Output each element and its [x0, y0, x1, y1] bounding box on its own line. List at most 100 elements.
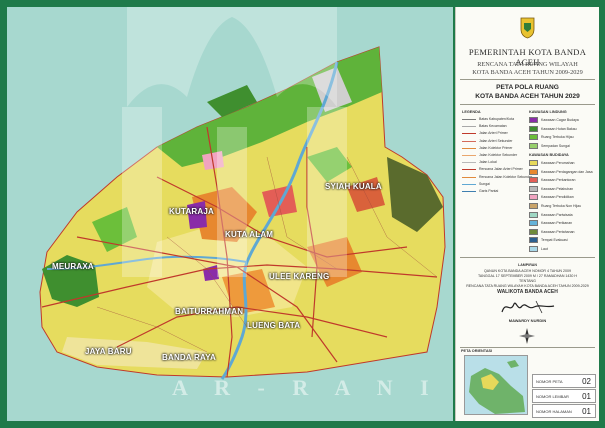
legend-heading: LEGENDA — [462, 110, 481, 114]
line-legend-label: Jalan Arteri Sekunder — [479, 138, 513, 143]
zone-heading-budidaya: KAWASAN BUDIDAYA — [529, 153, 569, 157]
zone-legend-item: Kawasan Pariwisata — [529, 211, 595, 218]
port-zone — [312, 67, 352, 112]
spatial-plan-map: KUTARAJA SYIAH KUALA KUTA ALAM MEURAXA U… — [7, 7, 453, 421]
zone-legend-label: Sempadan Sungai — [541, 143, 570, 148]
green-zone-east — [387, 157, 443, 232]
line-legend-label: Jalan Arteri Primer — [479, 131, 508, 136]
river-west — [46, 255, 248, 270]
zone-legend-label: Ruang Terbuka Hijau — [541, 135, 574, 139]
district-label-syiah-kuala: SYIAH KUALA — [325, 182, 382, 191]
district-label-banda-raya: BANDA RAYA — [162, 353, 217, 362]
zone-legend-label: Kawasan Perkantoran — [541, 178, 576, 183]
zone-legend-item: Kawasan Hutan Bakau — [529, 125, 595, 132]
sheet-number-key: NOMOR LEMBAR — [536, 394, 569, 399]
map-legend-panel: PEMERINTAH KOTA BANDA ACEH RENCANA TATA … — [455, 7, 599, 421]
zone-legend-swatch — [529, 117, 538, 123]
zone-legend-swatch — [529, 246, 538, 252]
zone-legend-item: Kawasan Perikanan — [529, 220, 595, 227]
line-legend-label: Jalan Lokal — [479, 160, 497, 165]
tentang-line: RENCANA TATA RUANG WILAYAH KOTA BANDA AC… — [466, 284, 589, 288]
zone-legend-swatch — [529, 142, 538, 149]
zone-legend-label: Kawasan Pertahanan — [541, 229, 575, 234]
line-legend-label: Batas Kecamatan — [479, 124, 507, 129]
zone-legend-swatch — [529, 220, 538, 227]
zone-legend-item: Sempadan Sungai — [529, 142, 595, 149]
qanun-date: TANGGAL 17 SEPTEMBER 2009 M / 27 RAMADHA… — [477, 274, 578, 278]
line-legend-swatch — [462, 126, 476, 128]
zone-legend-label: Kawasan Cagar Budaya — [541, 118, 579, 122]
district-label-baiturrahman: BAITURRAHMAN — [175, 307, 244, 316]
zone-legend-swatch — [529, 228, 538, 235]
divider — [460, 104, 595, 105]
zone-legend-swatch — [529, 134, 538, 140]
mayor-name: MAWARDY NURDIN — [508, 318, 547, 323]
line-legend-label: Jalan Kolektor Sekunder — [479, 153, 518, 157]
orientation-inset-graphic — [465, 356, 527, 414]
sheet-number-key: NOMOR PETA — [536, 379, 563, 384]
zone-legend-swatch — [529, 211, 538, 218]
line-legend-label: Rencana Jalan Kolektor Sekunder — [479, 174, 533, 179]
green-zone-northwest — [92, 207, 137, 252]
mayor-signature — [501, 300, 555, 314]
line-legend-label: Rencana Jalan Arteri Primer — [479, 167, 523, 172]
commercial-zone-1 — [192, 187, 257, 242]
zone-legend-label: Kawasan Perdagangan dan Jasa — [541, 169, 593, 174]
north-arrow-icon — [519, 328, 535, 344]
line-legend-swatch — [462, 191, 476, 192]
district-label-kuta-alam: KUTA ALAM — [225, 230, 274, 239]
district-label-kutaraja: KUTARAJA — [169, 207, 215, 216]
district-label-ulee-kareng: ULEE KARENG — [269, 272, 330, 281]
tentang-label: TENTANG — [519, 279, 536, 283]
orientation-inset-map — [464, 355, 528, 415]
district-label-meuraxa: MEURAXA — [52, 262, 94, 271]
zone-legend-label: Kawasan Perumahan — [541, 161, 575, 165]
line-legend-swatch — [462, 176, 476, 178]
line-legend-swatch — [462, 169, 476, 171]
government-title: PEMERINTAH KOTA BANDA ACEH — [468, 47, 587, 67]
plan-title-line2: KOTA BANDA ACEH TAHUN 2009-2029 — [472, 69, 583, 76]
south-residential — [62, 337, 207, 369]
zone-legend-item: Kawasan Pelabuhan — [529, 185, 595, 192]
plan-title-line1: RENCANA TATA RUANG WILAYAH — [477, 61, 578, 68]
zone-legend-item: Kawasan Perumahan — [529, 160, 595, 166]
zone-legend-swatch — [529, 194, 538, 201]
zone-legend-item: Tempat Evakuasi — [529, 237, 595, 244]
zone-legend-swatch — [529, 237, 538, 244]
zone-legend-label: Kawasan Pariwisata — [541, 212, 573, 217]
divider — [460, 79, 595, 80]
district-boundaries — [96, 156, 438, 353]
district-label-jaya-baru: JAYA BARU — [85, 347, 132, 356]
line-legend-swatch — [462, 147, 476, 149]
sheet-number-key: NOMOR HALAMAN — [536, 409, 572, 414]
commercial-zone-3 — [222, 269, 275, 315]
line-legend-swatch — [462, 162, 476, 164]
orientation-map-label: PETA ORIENTASI — [461, 349, 493, 353]
commercial-zone-2 — [307, 237, 362, 287]
zone-legend-item: Kawasan Pertahanan — [529, 228, 595, 235]
divider — [460, 347, 595, 348]
watermark-emblem — [122, 7, 347, 277]
zone-legend-label: Laut — [541, 247, 548, 251]
zone-legend-swatch — [529, 203, 538, 209]
zone-legend-swatch — [529, 177, 538, 184]
river-main — [220, 61, 339, 380]
map-title-line2: KOTA BANDA ACEH TAHUN 2029 — [475, 93, 580, 100]
line-legend-swatch — [462, 119, 476, 120]
line-legend-swatch — [462, 183, 476, 185]
zone-legend-item: Kawasan Perdagangan dan Jasa — [529, 168, 595, 175]
zone-legend-label: Tempat Evakuasi — [541, 238, 568, 243]
zone-legend-item: Kawasan Cagar Budaya — [529, 117, 595, 123]
divider — [460, 257, 595, 258]
zone-legend-label: Kawasan Hutan Bakau — [541, 126, 577, 131]
zone-heading-lindung: KAWASAN LINDUNG — [529, 110, 567, 114]
mayor-title: WALIKOTA BANDA ACEH — [497, 289, 558, 295]
line-legend-label: Batas Kabupaten/Kota — [479, 117, 515, 121]
line-legend-label: Sungai — [479, 181, 490, 186]
zone-legend-label: Ruang Terbuka Non Hijau — [541, 204, 582, 208]
zone-legend-label: Kawasan Perikanan — [541, 221, 573, 226]
green-zone-northeast — [307, 147, 352, 182]
zone-legend-swatch — [529, 168, 538, 175]
